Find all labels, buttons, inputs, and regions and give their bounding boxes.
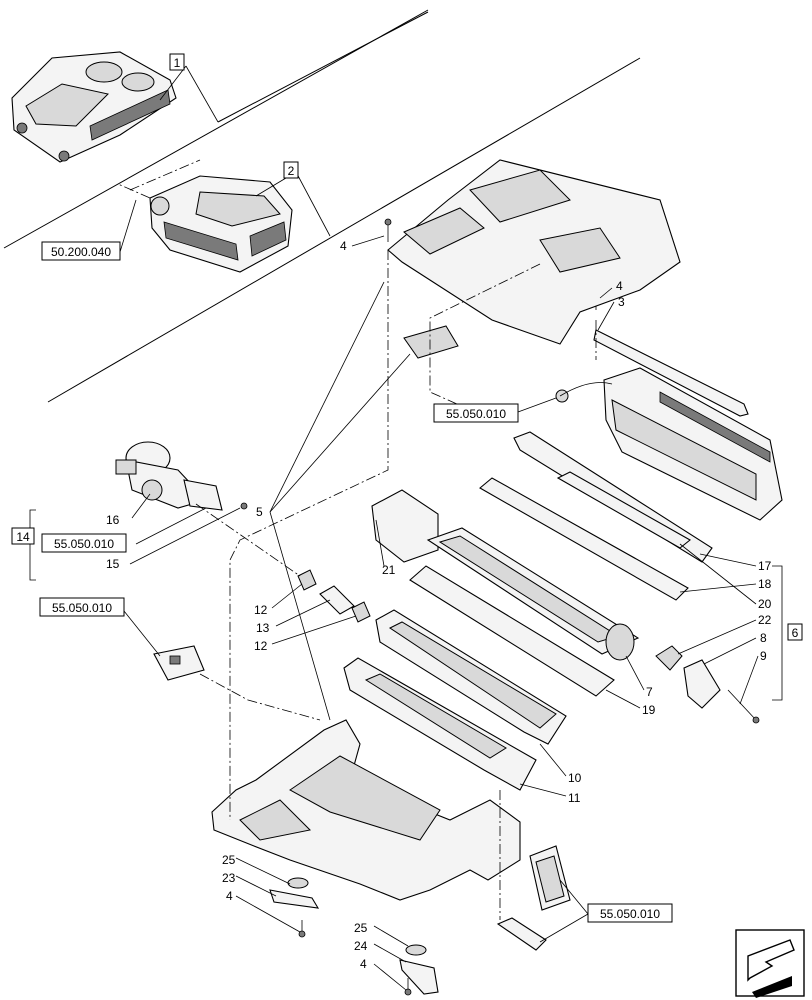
leader-lines	[29, 65, 783, 991]
cab-roof-housing	[11, 51, 177, 163]
o-ring	[655, 645, 683, 671]
filter-panel	[371, 489, 439, 563]
reference-box[interactable]: 55.050.010	[433, 403, 519, 423]
callout-15: 15	[106, 557, 120, 571]
blower-motor	[115, 441, 223, 511]
reference-label: 55.050.010	[600, 907, 660, 921]
hose-clamp-upper	[297, 569, 317, 591]
reference-label: 55.050.010	[446, 407, 506, 421]
phantom-line	[229, 250, 389, 820]
callout-4: 4	[340, 239, 347, 253]
callout-1-box: 1	[169, 53, 185, 71]
hose-clamp-lower	[351, 601, 371, 623]
wire-connector	[496, 917, 547, 951]
connector-block	[529, 845, 571, 911]
lower-housing	[211, 719, 521, 901]
callout-19: 19	[642, 703, 656, 717]
reference-label: 55.050.010	[52, 601, 112, 615]
callout-22: 22	[758, 613, 772, 627]
callout-8: 8	[760, 631, 767, 645]
drain-tube-right	[399, 944, 439, 996]
separator-line	[3, 9, 429, 249]
callout-4: 4	[616, 279, 623, 293]
electrical-connector	[153, 645, 205, 681]
callout-5: 5	[256, 505, 263, 519]
callout-16: 16	[106, 513, 120, 527]
callout-20: 20	[758, 597, 772, 611]
callout-2: 2	[288, 164, 295, 178]
drain-hose	[319, 585, 355, 615]
phantom-line	[199, 673, 321, 721]
callout-12: 12	[254, 603, 268, 617]
reference-label: 55.050.010	[54, 537, 114, 551]
callout-11: 11	[568, 791, 581, 805]
bolt	[727, 689, 760, 724]
heater-core	[426, 527, 640, 661]
reference-box[interactable]: 55.050.010	[587, 903, 673, 923]
reference-box[interactable]: 55.050.010	[41, 533, 127, 553]
callout-2-box: 2	[283, 161, 299, 179]
callout-9: 9	[760, 649, 767, 663]
screw-top-left	[384, 218, 392, 242]
callout-6: 6	[792, 626, 799, 640]
callout-6-box: 6	[787, 623, 803, 641]
separator-line	[217, 11, 429, 123]
callout-17: 17	[758, 559, 772, 573]
phantom-line	[117, 159, 201, 199]
frame-bracket	[479, 477, 689, 601]
previous-page-arrow-icon[interactable]	[735, 929, 805, 998]
top-cover	[387, 159, 681, 345]
callout-10: 10	[568, 771, 582, 785]
callout-24: 24	[354, 939, 368, 953]
phantom-line	[195, 503, 301, 577]
drain-tube-left	[269, 877, 320, 938]
callout-1: 1	[174, 56, 181, 70]
callout-14-box: 14	[11, 527, 35, 545]
callout-25: 25	[222, 853, 236, 867]
callout-4: 4	[226, 889, 233, 903]
cover-plate	[409, 565, 615, 697]
callout-4: 4	[360, 957, 367, 971]
reference-box[interactable]: 55.050.010	[39, 597, 125, 617]
heater-housing	[375, 609, 567, 745]
callout-23: 23	[222, 871, 236, 885]
callout-3: 3	[618, 295, 625, 309]
callout-21: 21	[382, 563, 396, 577]
screw-15	[240, 502, 248, 510]
filter-pad	[403, 325, 459, 359]
reference-box[interactable]: 50.200.040	[41, 241, 121, 261]
callout-13: 13	[256, 621, 270, 635]
phantom-line	[429, 263, 541, 409]
callout-7: 7	[646, 685, 653, 699]
support-rod	[593, 329, 749, 417]
evaporator-core	[555, 367, 783, 521]
housing-frame	[343, 657, 537, 791]
gasket	[556, 471, 691, 549]
separator-line	[47, 57, 641, 403]
expansion-valve	[683, 659, 721, 709]
callout-14: 14	[16, 530, 30, 544]
callout-12: 12	[254, 639, 268, 653]
callout-18: 18	[758, 577, 772, 591]
callout-25: 25	[354, 921, 368, 935]
reference-label: 50.200.040	[51, 245, 111, 259]
heater-unit-assembly	[149, 175, 293, 273]
